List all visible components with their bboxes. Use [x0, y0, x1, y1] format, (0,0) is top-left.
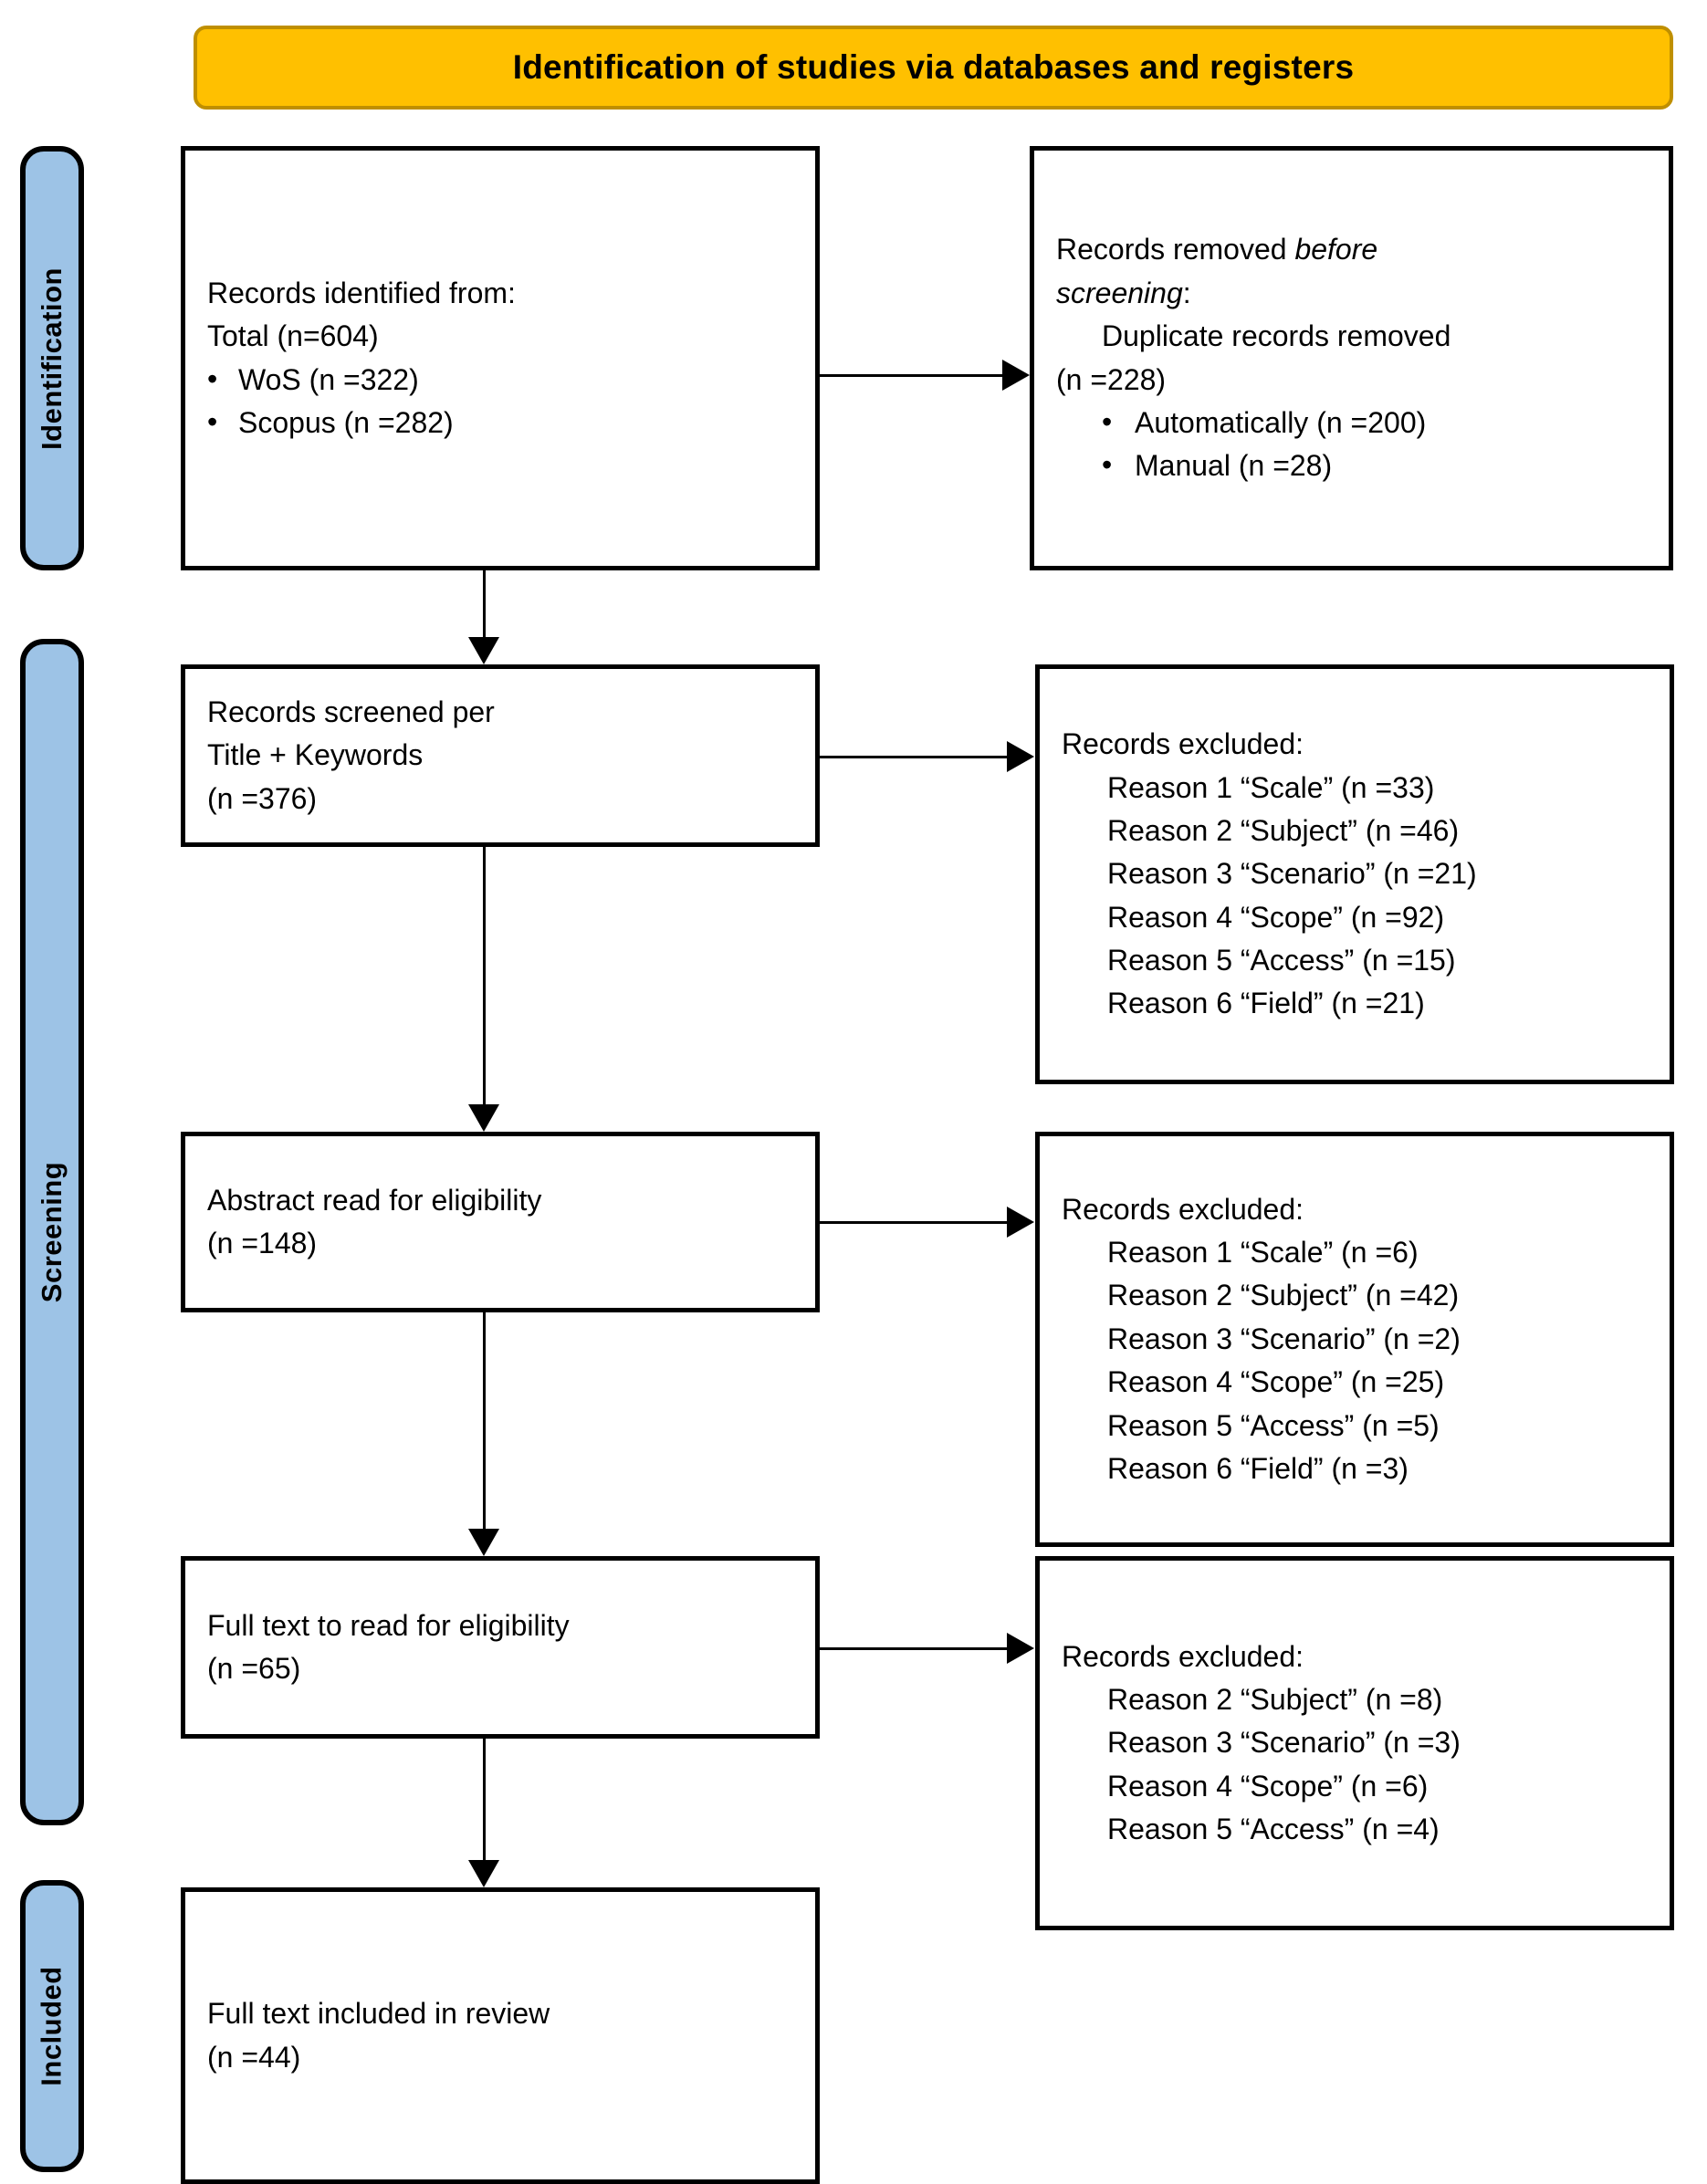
box-records-excluded-title-keywords: Records excluded: Reason 1 “Scale” (n =3…: [1035, 664, 1674, 1084]
arrow-head-right-icon: [1007, 1633, 1034, 1664]
records-removed-before-em: before: [1294, 233, 1378, 266]
box-records-screened: Records screened per Title + Keywords (n…: [181, 664, 820, 847]
fulltext-read-count: (n =65): [207, 1652, 301, 1685]
duplicates-manual: Manual (n =28): [1056, 444, 1647, 487]
duplicate-records-removed-label: Duplicate records removed: [1102, 319, 1451, 353]
arrow-head-down-icon: [468, 1860, 499, 1887]
included-line-1: Full text included in review: [207, 1997, 550, 2031]
records-removed-colon: :: [1182, 276, 1191, 309]
stage-label-identification-text: Identification: [36, 266, 68, 450]
connector-fulltext-to-included: [468, 1739, 499, 1887]
included-count: (n =44): [207, 2040, 301, 2074]
connector-fulltext-to-excluded-3: [820, 1633, 1039, 1664]
records-excluded-3-reason-3: Reason 3 “Scenario” (n =3): [1107, 1726, 1461, 1760]
records-excluded-1-reason-2: Reason 2 “Subject” (n =46): [1107, 813, 1460, 847]
arrow-head-right-icon: [1002, 360, 1030, 391]
page-title: Identification of studies via databases …: [512, 48, 1355, 86]
records-excluded-2-reason-5: Reason 5 “Access” (n =5): [1107, 1408, 1440, 1442]
box-records-excluded-2-body: Records excluded: Reason 1 “Scale” (n =6…: [1040, 1188, 1670, 1491]
connector-line: [483, 847, 486, 1104]
arrow-head-down-icon: [468, 637, 499, 664]
connector-screened-to-abstract: [468, 847, 499, 1132]
records-excluded-2-reason-2: Reason 2 “Subject” (n =42): [1107, 1279, 1460, 1312]
stage-label-identification: Identification: [20, 146, 84, 570]
records-screened-line-1: Records screened per: [207, 695, 495, 728]
connector-line: [483, 1739, 486, 1860]
records-identified-source-wos: WoS (n =322): [207, 357, 793, 402]
records-excluded-1-reason-1: Reason 1 “Scale” (n =33): [1107, 770, 1435, 804]
records-removed-screening-em: screening: [1056, 276, 1183, 309]
records-excluded-2-reason-1: Reason 1 “Scale” (n =6): [1107, 1236, 1419, 1270]
connector-line: [820, 756, 1010, 758]
stage-label-screening-text: Screening: [36, 1161, 68, 1303]
records-excluded-1-reason-6: Reason 6 “Field” (n =21): [1107, 987, 1425, 1020]
box-fulltext-body: Full text to read for eligibility (n =65…: [185, 1604, 815, 1691]
records-excluded-2-heading: Records excluded:: [1062, 1192, 1304, 1226]
records-identified-line-2: Total (n=604): [207, 319, 379, 353]
connector-abstract-to-excluded-2: [820, 1207, 1039, 1238]
arrow-head-right-icon: [1007, 1207, 1034, 1238]
arrow-head-right-icon: [1007, 741, 1034, 772]
box-included-body: Full text included in review (n =44): [185, 1992, 815, 2079]
duplicate-records-removed-count: (n =228): [1056, 362, 1167, 396]
diagram-header-banner: Identification of studies via databases …: [194, 26, 1673, 110]
records-identified-line-1: Records identified from:: [207, 276, 516, 309]
records-removed-line-2: screening:: [1056, 272, 1647, 315]
stage-label-included: Included: [20, 1880, 84, 2172]
connector-screened-to-excluded-1: [820, 741, 1039, 772]
records-excluded-1-reason-4: Reason 4 “Scope” (n =92): [1107, 900, 1445, 934]
records-excluded-2-reason-4: Reason 4 “Scope” (n =25): [1107, 1365, 1445, 1399]
connector-identified-to-screened: [468, 570, 499, 664]
box-records-excluded-full-text: Records excluded: Reason 2 “Subject” (n …: [1035, 1556, 1674, 1930]
records-excluded-1-heading: Records excluded:: [1062, 727, 1304, 761]
arrow-head-down-icon: [468, 1529, 499, 1556]
connector-line: [483, 1312, 486, 1529]
connector-line: [483, 570, 486, 637]
records-excluded-1-reason-3: Reason 3 “Scenario” (n =21): [1107, 857, 1477, 891]
records-excluded-3-reason-5: Reason 5 “Access” (n =4): [1107, 1813, 1440, 1846]
records-screened-line-2: Title + Keywords: [207, 738, 424, 772]
box-records-removed-before-screening: Records removed before screening: Duplic…: [1030, 146, 1673, 570]
abstract-read-line-1: Abstract read for eligibility: [207, 1183, 542, 1217]
box-full-text-to-read-for-eligibility: Full text to read for eligibility (n =65…: [181, 1556, 820, 1739]
records-excluded-2-reason-6: Reason 6 “Field” (n =3): [1107, 1451, 1409, 1485]
box-records-removed-body: Records removed before screening: Duplic…: [1034, 228, 1669, 487]
records-removed-label: Records removed: [1056, 233, 1295, 266]
box-abstract-read-for-eligibility: Abstract read for eligibility (n =148): [181, 1132, 820, 1312]
records-screened-count: (n =376): [207, 781, 318, 815]
box-records-excluded-1-body: Records excluded: Reason 1 “Scale” (n =3…: [1040, 723, 1670, 1026]
connector-identified-to-removed: [820, 360, 1030, 391]
records-removed-line-1: Records removed before: [1056, 228, 1647, 271]
connector-line: [820, 1221, 1010, 1224]
box-records-identified-body: Records identified from: Total (n=604) W…: [185, 272, 815, 444]
arrow-head-down-icon: [468, 1104, 499, 1132]
box-records-excluded-abstract: Records excluded: Reason 1 “Scale” (n =6…: [1035, 1132, 1674, 1547]
records-excluded-3-reason-2: Reason 2 “Subject” (n =8): [1107, 1682, 1443, 1716]
connector-abstract-to-fulltext: [468, 1312, 499, 1556]
records-excluded-3-heading: Records excluded:: [1062, 1639, 1304, 1673]
stage-label-screening: Screening: [20, 639, 84, 1825]
box-records-screened-body: Records screened per Title + Keywords (n…: [185, 691, 815, 820]
connector-line: [820, 1647, 1010, 1650]
records-excluded-1-reason-5: Reason 5 “Access” (n =15): [1107, 944, 1456, 977]
records-excluded-3-reason-4: Reason 4 “Scope” (n =6): [1107, 1769, 1429, 1803]
records-excluded-2-reason-3: Reason 3 “Scenario” (n =2): [1107, 1322, 1461, 1355]
fulltext-read-line-1: Full text to read for eligibility: [207, 1608, 570, 1642]
stage-label-included-text: Included: [36, 1966, 68, 2086]
box-abstract-body: Abstract read for eligibility (n =148): [185, 1179, 815, 1266]
abstract-read-count: (n =148): [207, 1227, 318, 1259]
duplicates-automatically: Automatically (n =200): [1056, 401, 1647, 444]
box-records-excluded-3-body: Records excluded: Reason 2 “Subject” (n …: [1040, 1635, 1670, 1852]
connector-line: [820, 374, 1005, 377]
records-identified-source-scopus: Scopus (n =282): [207, 401, 793, 444]
box-records-identified: Records identified from: Total (n=604) W…: [181, 146, 820, 570]
box-full-text-included-in-review: Full text included in review (n =44): [181, 1887, 820, 2184]
